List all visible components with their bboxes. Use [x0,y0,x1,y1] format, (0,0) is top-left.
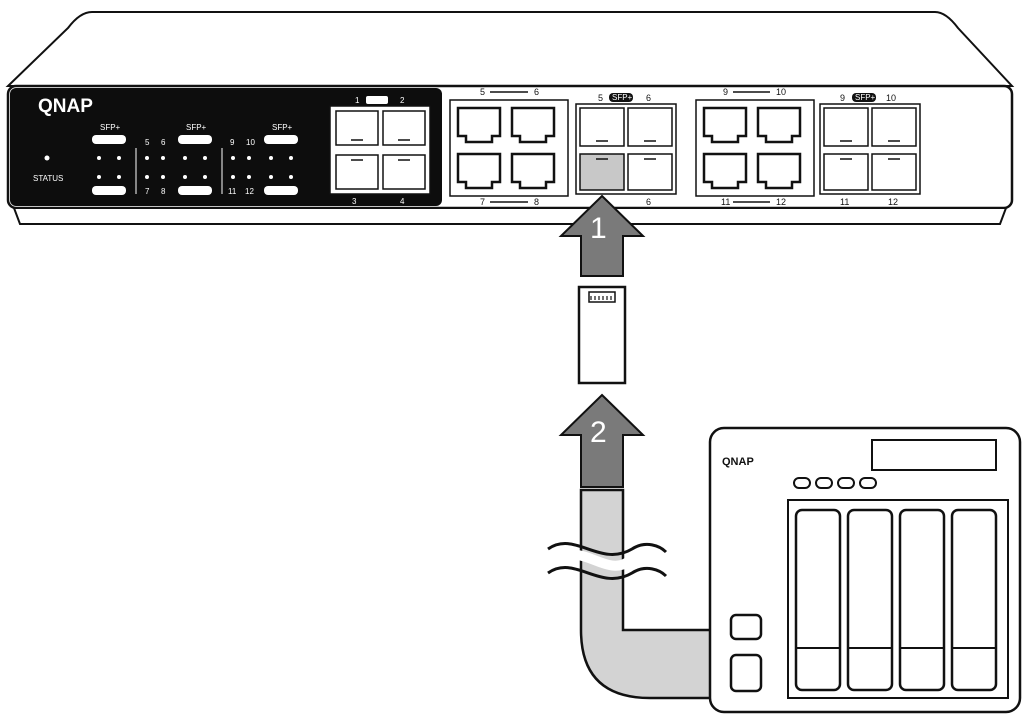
led-sfp-label-3: SFP+ [272,123,293,132]
port-label-b-bottom: 6 [646,197,651,207]
nas-button-1[interactable] [793,477,811,489]
port-label-2: 2 [400,96,405,105]
status-label: STATUS [33,174,63,183]
sfp-slot-b-2[interactable] [627,107,673,147]
led-num-7: 7 [145,187,150,196]
led-block-1: SFP+ 5 6 7 8 [92,123,166,196]
rj45-port-12[interactable] [756,152,802,190]
network-switch: QNAP STATUS SFP+ 5 6 7 8 SFP+ 9 [5,11,1015,225]
step-1-arrow: 1 [558,194,646,277]
port-label-d-10: 10 [886,93,896,103]
led-num-8: 8 [161,187,166,196]
sfp-slot-d-2[interactable] [871,107,917,147]
port-label-c-11: 11 [721,197,730,207]
status-led [44,155,50,161]
led-block-3: SFP+ [264,123,298,195]
rj45-port-7[interactable] [456,152,502,190]
sfp-slot-d-3[interactable] [823,153,869,191]
port-label-a-6: 6 [534,87,539,97]
rj45-port-group-c: 9 10 11 12 [695,87,815,207]
sfp-slot-b-4[interactable] [627,153,673,191]
sfp-slot-target[interactable] [579,153,625,191]
sfp-slot-b-1[interactable] [579,107,625,147]
sfp-port-group-b: 5 SFP+ 6 6 [575,93,677,207]
sfp-port-group-d: 9 SFP+ 10 11 12 [819,93,921,207]
nas-button-3[interactable] [837,477,855,489]
network-cable [547,488,722,700]
nas-power-button[interactable] [729,653,763,693]
nas-drive-bay-3[interactable] [898,508,946,692]
port-label-b-6: 6 [646,93,651,103]
step-2-arrow: 2 [558,393,646,488]
sfp-transceiver-module[interactable] [577,285,627,385]
nas-device: QNAP [708,426,1022,714]
port-label-a-7: 7 [480,197,485,207]
rj45-port-6[interactable] [510,106,556,144]
led-sfp-label-2: SFP+ [186,123,207,132]
port-label-d-9: 9 [840,93,845,103]
nas-brand-logo: QNAP [722,456,754,468]
led-block-2: SFP+ 9 10 11 12 [178,123,255,196]
sfp-port-group-1: 1 2 3 4 [329,96,431,206]
nas-drive-bay-2[interactable] [846,508,894,692]
port-label-d-11: 11 [840,197,849,207]
nas-lcd-display [871,439,997,471]
rj45-port-10[interactable] [756,106,802,144]
nas-drive-bay-1[interactable] [794,508,842,692]
nas-drive-bay-4[interactable] [950,508,998,692]
sfp-badge-b: SFP+ [612,93,633,102]
rj45-port-group-a: 5 6 7 8 [449,87,569,207]
nas-button-2[interactable] [815,477,833,489]
step-2-number: 2 [590,416,607,449]
rj45-port-9[interactable] [702,106,748,144]
step-1-number: 1 [590,212,607,245]
led-sfp-label-1: SFP+ [100,123,121,132]
rj45-port-5[interactable] [456,106,502,144]
led-num-5: 5 [145,138,150,147]
led-num-9: 9 [230,138,235,147]
rj45-port-8[interactable] [510,152,556,190]
led-num-6: 6 [161,138,166,147]
port-label-c-9: 9 [723,87,728,97]
nas-button-4[interactable] [859,477,877,489]
port-label-a-8: 8 [534,197,539,207]
led-num-11: 11 [228,187,237,196]
switch-brand-logo: QNAP [38,96,93,117]
sfp-slot-d-4[interactable] [871,153,917,191]
nas-usb-port[interactable] [729,613,763,641]
port-label-a-5: 5 [480,87,485,97]
port-label-4: 4 [400,197,405,206]
sfp-badge-d: SFP+ [855,93,876,102]
port-label-b-5: 5 [598,93,603,103]
port-label-d-12: 12 [888,197,898,207]
port-label-c-10: 10 [776,87,786,97]
rj45-port-11[interactable] [702,152,748,190]
port-label-1: 1 [355,96,360,105]
led-num-10: 10 [246,138,255,147]
led-num-12: 12 [245,187,254,196]
port-label-3: 3 [352,197,357,206]
port-label-c-12: 12 [776,197,786,207]
sfp-slot-d-1[interactable] [823,107,869,147]
